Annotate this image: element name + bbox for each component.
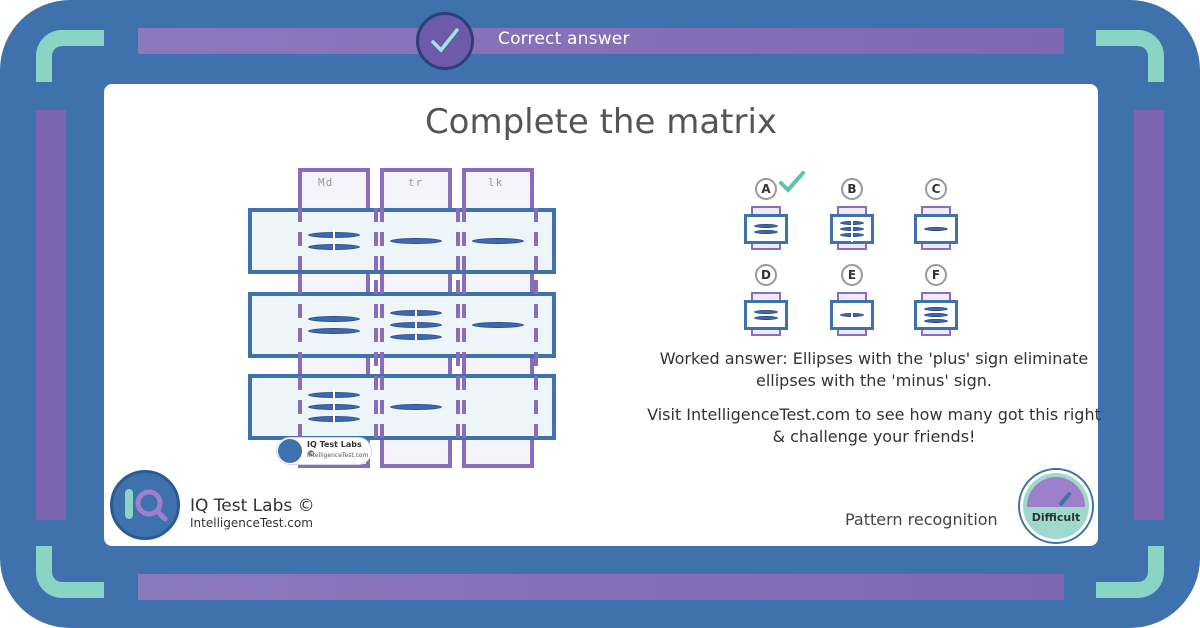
ellipse-shape: [472, 238, 524, 244]
ellipse-shape: [308, 328, 360, 334]
corner-decoration: [1096, 546, 1164, 598]
option-letter: C: [925, 178, 947, 200]
visit-text: Visit IntelligenceTest.com to see how ma…: [647, 405, 1101, 446]
result-status: Correct answer: [498, 29, 630, 49]
dashed-divider: [534, 208, 538, 440]
mini-logo-name: IQ Test Labs ©: [307, 440, 362, 458]
check-icon: [416, 12, 474, 70]
dashed-divider: [298, 208, 302, 440]
brand-name: IQ Test Labs ©: [190, 496, 315, 516]
ellipse-shape: [390, 331, 442, 343]
ellipse-shape: [308, 316, 360, 322]
ellipse-shape: [754, 224, 778, 228]
ellipse-shape: [308, 401, 360, 413]
brand-logo-icon: [110, 470, 180, 540]
ellipse-shape: [924, 313, 948, 317]
ellipse-shape: [924, 319, 948, 323]
bottom-bar: [138, 574, 1064, 600]
option-letter: B: [841, 178, 863, 200]
ellipse-shape: [840, 310, 864, 322]
corner-decoration: [1096, 30, 1164, 82]
option-cell: [744, 214, 788, 244]
ellipse-shape: [472, 322, 524, 328]
ellipse-shape: [754, 230, 778, 234]
ellipse-shape: [308, 413, 360, 425]
ellipse-shape: [390, 238, 442, 244]
option-letter: F: [925, 264, 947, 286]
ellipse-shape: [390, 319, 442, 331]
dashed-divider: [456, 208, 460, 440]
ellipse-shape: [840, 230, 864, 242]
column-hint: tr: [408, 176, 424, 189]
ellipse-shape: [924, 307, 948, 311]
top-bar: [138, 28, 1064, 54]
gauge-arc: [1027, 477, 1085, 507]
dashed-divider: [380, 208, 384, 440]
puzzle-panel: Complete the matrix Md tr lk IQ Test Lab…: [104, 84, 1101, 546]
brand-url: IntelligenceTest.com: [190, 516, 313, 530]
ellipse-shape: [924, 227, 948, 231]
correct-check-icon: [779, 171, 805, 193]
ellipse-shape: [308, 229, 360, 241]
option-letter: E: [841, 264, 863, 286]
right-bar: [1134, 110, 1164, 520]
option-letter: A: [755, 178, 777, 200]
column-hint: lk: [488, 176, 504, 189]
ellipse-shape: [308, 241, 360, 253]
corner-decoration: [36, 30, 104, 82]
ellipse-shape: [754, 310, 778, 314]
ellipse-shape: [308, 389, 360, 401]
corner-decoration: [36, 546, 104, 598]
column-hint: Md: [318, 176, 334, 189]
option-letter: D: [755, 264, 777, 286]
mini-logo: IQ Test Labs © IntelligenceTest.com: [276, 437, 372, 465]
dashed-divider: [462, 208, 466, 440]
category-label: Pattern recognition: [845, 510, 998, 529]
left-bar: [36, 110, 66, 520]
ellipse-shape: [754, 316, 778, 320]
ellipse-shape: [390, 307, 442, 319]
option-cell: [744, 300, 788, 330]
page-title: Complete the matrix: [424, 102, 778, 142]
mini-logo-url: IntelligenceTest.com: [307, 452, 369, 459]
difficulty-label: Difficult: [1031, 511, 1081, 524]
difficulty-gauge-icon: Difficult: [1020, 470, 1092, 542]
ellipse-shape: [390, 404, 442, 410]
logo-icon: [278, 439, 302, 463]
worked-answer: Worked answer: Ellipses with the 'plus' …: [659, 349, 1089, 390]
dashed-divider: [374, 208, 378, 440]
